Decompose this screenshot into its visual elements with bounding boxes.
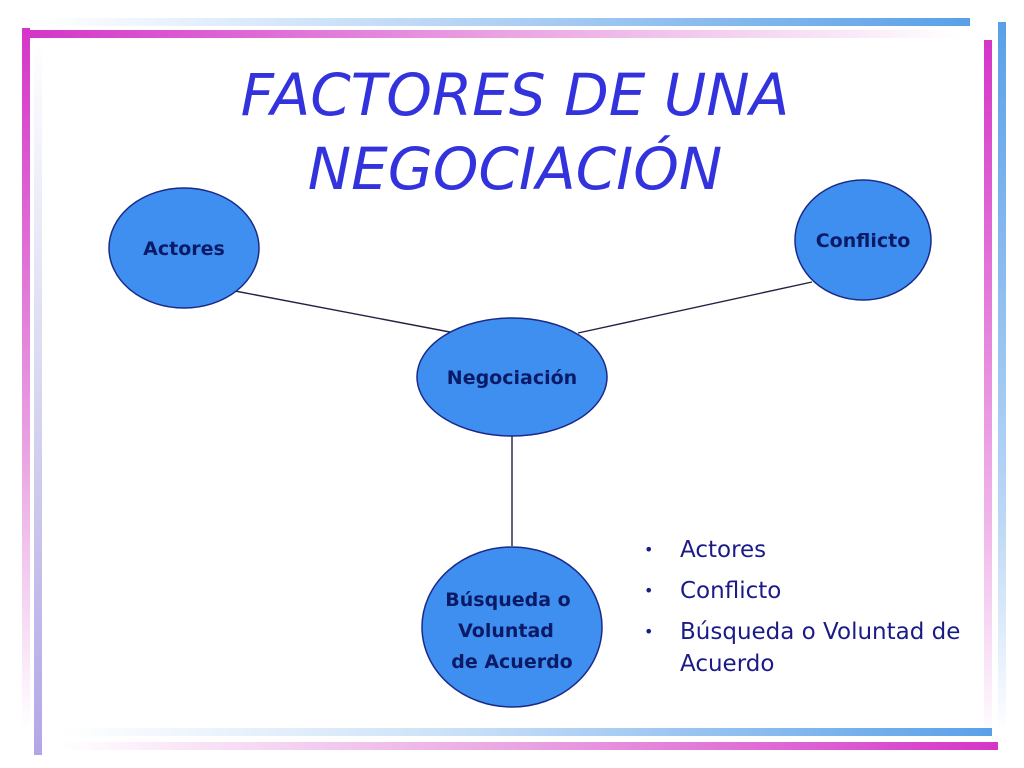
left-magenta-border [22, 28, 30, 728]
connector-actores [234, 290, 456, 334]
node-actores-ellipse [108, 187, 260, 309]
bullet-item-busqueda: • Búsqueda o Voluntad de Acuerdo [644, 616, 974, 680]
bullet-marker: • [644, 622, 654, 641]
bullet-marker: • [644, 581, 654, 600]
node-conflicto-label: Conflicto [816, 230, 911, 252]
bottom-magenta-border [60, 742, 998, 750]
title-line-1: FACTORES DE UNA [240, 61, 790, 129]
node-actores-label: Actores [143, 238, 225, 260]
bullet-item-label: Actores [680, 537, 767, 563]
bullet-item-label: Búsqueda o Voluntad de Acuerdo [680, 619, 961, 677]
bullet-item-conflicto: • Conflicto [644, 575, 974, 607]
slide-title: FACTORES DE UNA NEGOCIACIÓN [60, 58, 970, 206]
left-blue-border [34, 40, 42, 755]
node-busqueda-label-line-2: Voluntad [458, 620, 554, 642]
top-blue-border [40, 18, 970, 26]
node-busqueda: Búsqueda o Voluntad de Acuerdo [421, 546, 603, 708]
connector-conflicto [577, 281, 813, 334]
top-magenta-border [30, 30, 960, 38]
node-negociacion-ellipse [416, 317, 608, 437]
node-busqueda-label-line-3: de Acuerdo [451, 651, 573, 673]
node-negociacion-label: Negociación [447, 367, 577, 389]
node-actores: Actores [108, 187, 260, 309]
node-conflicto: Conflicto [794, 179, 932, 301]
bullet-item-label: Conflicto [680, 578, 782, 604]
bottom-blue-border [60, 728, 992, 736]
right-blue-border [998, 22, 1006, 734]
factors-bullet-list: • Actores • Conflicto • Búsqueda o Volun… [644, 534, 974, 689]
bullet-marker: • [644, 540, 654, 559]
node-negociacion: Negociación [416, 317, 608, 437]
bullet-item-actores: • Actores [644, 534, 974, 566]
node-busqueda-ellipse [421, 546, 603, 708]
node-busqueda-label-line-1: Búsqueda o [445, 589, 570, 611]
right-magenta-border [984, 40, 992, 740]
title-line-2: NEGOCIACIÓN [307, 135, 723, 203]
node-conflicto-ellipse [794, 179, 932, 301]
